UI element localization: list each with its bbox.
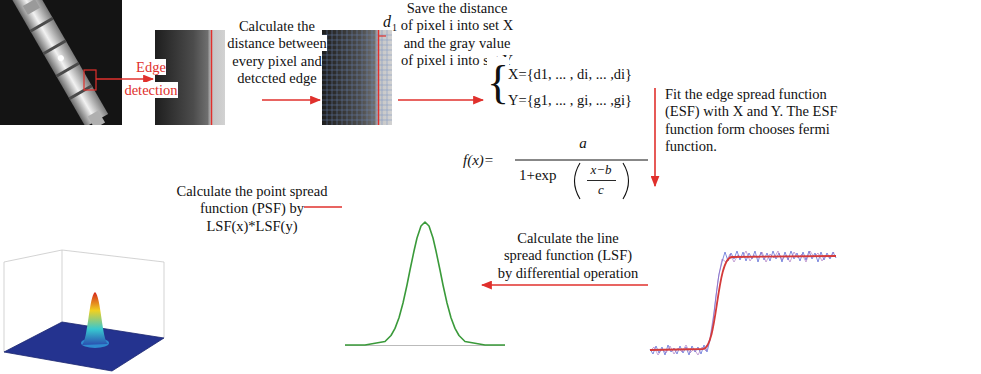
pixel-grid-image	[322, 30, 392, 125]
formula-term: a	[579, 135, 587, 151]
label-holder: x−b	[590, 162, 611, 178]
label-holder: 1+exp	[519, 166, 557, 184]
pixel-grid-image	[327, 30, 387, 125]
label-holder: c	[598, 182, 604, 198]
flow-arrow	[398, 99, 483, 101]
step-label: Calculate the distance between every pix…	[227, 18, 326, 86]
satellite-image	[88, 110, 105, 125]
esf-plot	[650, 251, 836, 355]
label-holder: Y={g1, ... , gi, ... ,gi}	[508, 92, 632, 109]
formula-strokes	[515, 160, 648, 161]
esf-plot	[650, 251, 836, 355]
psf-surface	[62, 250, 63, 322]
psf-surface	[62, 250, 164, 262]
lsf-plot	[345, 222, 505, 345]
formula-term: f(x)=	[463, 152, 494, 168]
satellite-image	[10, 0, 109, 125]
brace: {	[487, 57, 509, 108]
lsf-plot	[345, 345, 505, 346]
esf-plot	[650, 251, 834, 355]
label-holder: Calculate the point spread function (PSF…	[176, 183, 328, 235]
label-holder: Calculate the distance between every pix…	[222, 18, 332, 88]
label-holder: Calculate the line spread function (LSF)…	[497, 230, 639, 282]
subscript: 1	[392, 22, 397, 33]
label-holder: Edge detection	[118, 56, 184, 102]
pixel-grid-image	[378, 30, 380, 125]
pixel-grid-image	[379, 35, 387, 36]
step-label: Calculate the point spread function (PSF…	[177, 183, 328, 234]
satellite-image	[30, 17, 54, 33]
edge-crop-image	[211, 30, 213, 125]
distance-symbol: d	[383, 13, 391, 30]
satellite-image	[56, 62, 80, 78]
lsf-plot	[345, 222, 505, 346]
satellite-image	[57, 54, 65, 62]
step-label: Fit the edge spread function (ESF) with …	[665, 86, 838, 154]
flow-arrow	[654, 88, 656, 186]
psf-surface	[4, 262, 5, 352]
step-label: Edge detection	[124, 59, 177, 98]
edge-crop-image	[155, 30, 225, 125]
psf-surface	[164, 262, 165, 338]
formula-term: x−b	[590, 162, 611, 177]
label-holder: d	[383, 12, 391, 31]
pixel-grid-image	[322, 35, 392, 120]
psf-surface	[82, 292, 108, 345]
formula-strokes	[515, 160, 648, 199]
formula-term: c	[598, 182, 604, 197]
satellite-image	[0, 0, 49, 4]
satellite-image	[0, 0, 122, 125]
flow-arrow	[96, 78, 153, 80]
label-holder: X={d1, ... , di, ... ,di}	[508, 66, 632, 83]
satellite-image	[0, 0, 128, 142]
edge-crop-image	[155, 30, 225, 125]
label-holder: f(x)=	[463, 151, 494, 169]
formula-strokes	[587, 180, 616, 181]
label-holder: 1	[392, 22, 397, 34]
flow-arrow	[96, 79, 655, 285]
psf-surface	[4, 250, 164, 371]
label-holder: {	[487, 60, 509, 106]
formula-term: 1+exp	[519, 167, 557, 183]
psf-surface	[4, 250, 62, 262]
satellite-image	[0, 0, 122, 125]
satellite-image	[23, 0, 40, 15]
psf-surface	[4, 322, 164, 371]
label-holder: Fit the edge spread function (ESF) with …	[665, 86, 839, 156]
formula-strokes	[575, 163, 581, 199]
esf-plot	[650, 256, 836, 350]
set-formula: Y={g1, ... , gi, ... ,gi}	[508, 92, 632, 108]
satellite-image	[69, 84, 93, 100]
formula-strokes	[623, 163, 629, 199]
pixel-grid-image	[322, 30, 392, 125]
pixel-grid-image	[322, 30, 392, 125]
satellite-image	[43, 39, 67, 55]
flow-arrow	[482, 284, 648, 286]
set-formula: X={d1, ... , di, ... ,di}	[508, 66, 632, 82]
flow-arrow	[262, 99, 320, 101]
label-holder: a	[579, 134, 587, 152]
step-label: Calculate the line spread function (LSF)…	[498, 230, 639, 281]
satellite-image	[84, 70, 96, 90]
